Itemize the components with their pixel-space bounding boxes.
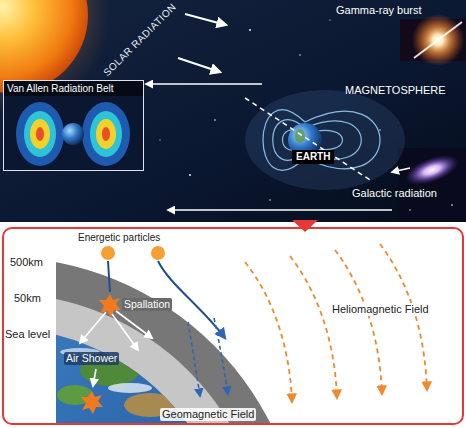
heliomagnetic-field-arrow xyxy=(290,256,337,398)
atmosphere-layers xyxy=(56,257,303,423)
radiation-arrow xyxy=(146,83,262,85)
process-label: Spallation xyxy=(122,298,172,311)
radiation-arrow xyxy=(168,209,392,211)
earth-tag: EARTH xyxy=(292,150,334,164)
radiation-belt-image xyxy=(4,95,143,170)
galaxy-image xyxy=(409,209,410,210)
field-label: Geomagnetic Field xyxy=(160,408,256,421)
particle-label: Energetic particles xyxy=(78,232,160,244)
magnetosphere xyxy=(263,110,380,171)
altitude-label: 50km xyxy=(14,292,41,305)
radiation-belt-image xyxy=(4,95,143,170)
geomagnetic-field-arrow xyxy=(214,318,228,394)
magnetosphere xyxy=(245,90,405,190)
heliomagnetic-field-arrow xyxy=(335,250,382,394)
space-background xyxy=(269,199,270,200)
radiation-belt-image xyxy=(62,123,84,145)
magnetosphere xyxy=(245,90,405,190)
gamma-ray-burst-image xyxy=(414,22,462,58)
energetic-particle xyxy=(101,246,115,260)
radiation-belt-image xyxy=(16,102,64,166)
air-shower-arrow xyxy=(80,311,152,386)
radiation-belt-image xyxy=(102,127,110,141)
gamma-ray-burst-image xyxy=(400,14,466,66)
particle-path xyxy=(108,261,225,338)
magnetosphere xyxy=(245,98,370,180)
radiation-arrow xyxy=(178,14,226,72)
source-label: Gamma-ray burst xyxy=(336,4,422,17)
atmosphere-layers xyxy=(57,348,176,417)
air-shower-arrow xyxy=(93,369,96,386)
magnetosphere xyxy=(295,129,305,143)
energetic-particle xyxy=(151,246,165,260)
heliomagnetic-field-arrow xyxy=(245,262,292,402)
radiation-belt-image xyxy=(36,127,44,141)
particle-path xyxy=(108,261,110,292)
radiation-belt-image xyxy=(90,111,122,157)
radiation-belt-image xyxy=(16,102,130,166)
field-label: Heliomagnetic Field xyxy=(330,303,431,316)
galaxy-image xyxy=(451,204,453,206)
atmosphere-layers xyxy=(56,257,303,423)
atmosphere-layers xyxy=(56,293,267,423)
gamma-ray-burst-image xyxy=(412,14,464,66)
radiation-belt-image xyxy=(96,119,116,149)
pointer xyxy=(292,220,318,232)
space-background xyxy=(249,29,251,31)
geomagnetic-field-arrow xyxy=(188,318,228,396)
node-text: Van Allen Radiation Belt xyxy=(4,81,143,96)
inset-box: Van Allen Radiation Belt xyxy=(3,80,144,171)
air-shower-arrow xyxy=(80,312,106,343)
radiation-arrow xyxy=(185,14,226,25)
radiation-belt-image xyxy=(30,119,50,149)
geomagnetic-field-arrow xyxy=(188,322,200,396)
pointer xyxy=(292,220,318,232)
radiation-arrow xyxy=(178,58,220,72)
galaxy-image xyxy=(398,148,466,222)
space-background xyxy=(214,119,216,121)
space-background xyxy=(299,54,300,55)
atmosphere-layers xyxy=(108,383,152,393)
source-label: Galactic radiation xyxy=(350,187,439,200)
space-background xyxy=(189,174,191,176)
heliomagnetic-field-arrow xyxy=(245,244,427,402)
radiation-belt-image xyxy=(24,111,56,157)
spallation-burst xyxy=(99,294,121,317)
space-background xyxy=(159,139,160,140)
region-label: MAGNETOSPHERE xyxy=(345,84,446,97)
altitude-label: Sea level xyxy=(5,328,50,341)
radiation-belt-image xyxy=(82,102,130,166)
process-label: Air Shower xyxy=(64,352,119,365)
spallation-burst xyxy=(81,391,103,414)
radiation-arrow xyxy=(392,168,410,172)
node-text: EARTH xyxy=(296,151,330,163)
space-background xyxy=(329,19,330,20)
galaxy-image xyxy=(402,149,463,191)
heliomagnetic-field-arrow xyxy=(380,244,427,390)
energetic-particle xyxy=(101,246,165,260)
air-shower-arrow xyxy=(116,311,152,338)
galaxy-image xyxy=(398,148,466,222)
altitude-label: 500km xyxy=(10,256,43,269)
air-shower-arrow xyxy=(112,314,138,350)
